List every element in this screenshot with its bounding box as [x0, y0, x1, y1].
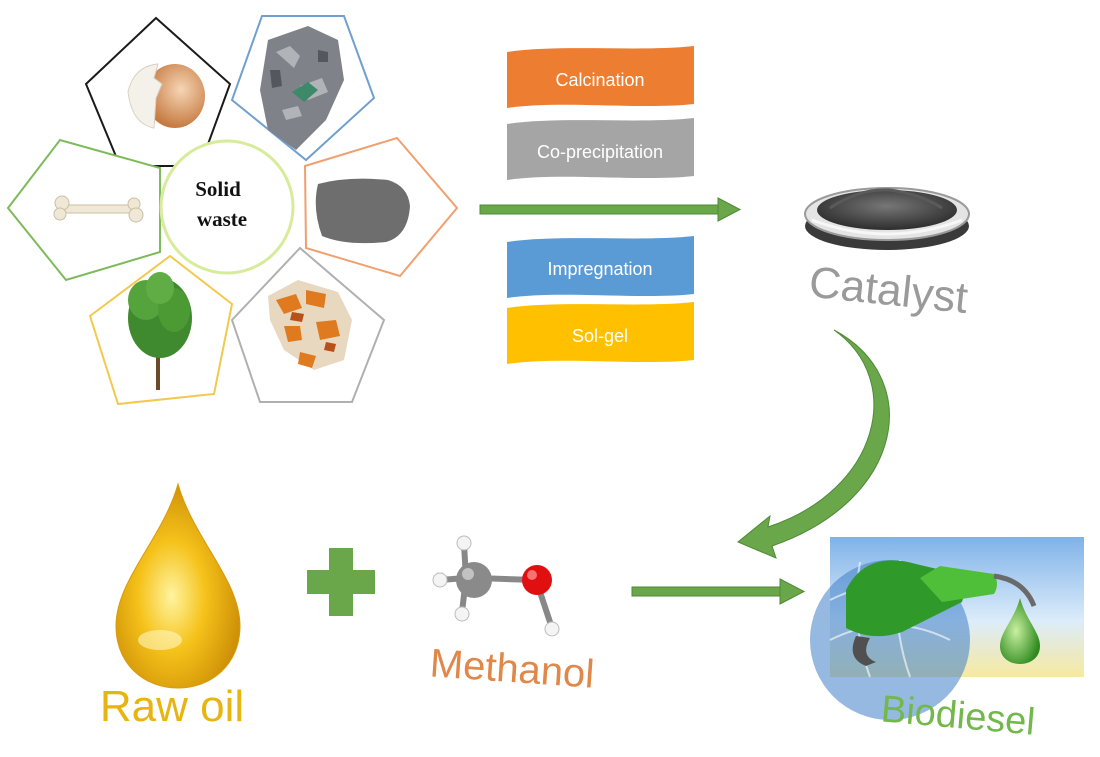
method-label-impregnation: Impregnation: [547, 259, 652, 279]
bone-pentagon: [6, 138, 161, 282]
method-banner-impregnation: Impregnation: [507, 236, 694, 298]
biodiesel-label: Biodiesel: [879, 688, 1036, 743]
arrow-to-catalyst: [479, 197, 742, 222]
catalyst-label: Catalyst: [807, 258, 970, 323]
methanol-label: Methanol: [428, 641, 595, 696]
raw-oil-group: Raw oil: [100, 482, 244, 731]
preparation-methods: Calcination Co-precipitation Impregnatio…: [507, 46, 694, 364]
method-label-co-precipitation: Co-precipitation: [537, 142, 663, 162]
ash-powder-icon: [315, 178, 410, 244]
urban-waste-icon: [260, 26, 344, 150]
oil-drop-icon: [115, 482, 241, 689]
solid-waste-label-line2: waste: [197, 207, 247, 231]
petri-dish-icon: [804, 187, 970, 250]
method-banner-co-precipitation: Co-precipitation: [507, 118, 694, 180]
urban-waste-pentagon: [230, 15, 376, 162]
method-banner-sol-gel: Sol-gel: [507, 302, 694, 364]
methanol-molecule-icon: [432, 535, 560, 637]
methanol-group: Methanol: [428, 535, 596, 697]
peel-waste-pentagon: [230, 246, 386, 403]
eggshell-pentagon: [84, 16, 232, 167]
bone-icon: [53, 195, 144, 223]
biodiesel-group: Biodiesel: [810, 537, 1084, 744]
solid-waste-cluster: Solid waste: [6, 15, 459, 406]
solid-waste-center: Solid waste: [159, 139, 295, 275]
tree-icon: [128, 272, 192, 390]
tree-pentagon: [88, 254, 234, 406]
fuel-nozzle-globe-icon: [810, 537, 1084, 720]
curved-arrow-catalyst-to-biodiesel: [737, 329, 890, 559]
peel-waste-icon: [268, 280, 352, 370]
eggshell-icon: [127, 63, 205, 129]
arrow-to-biodiesel: [631, 578, 806, 605]
fuel-drop-icon: [1000, 598, 1040, 664]
method-banner-calcination: Calcination: [507, 46, 694, 108]
plus-sign: [307, 548, 375, 616]
raw-oil-label: Raw oil: [100, 682, 244, 731]
ash-powder-pentagon: [303, 136, 459, 278]
solid-waste-label-line1: Solid: [195, 177, 241, 201]
catalyst-group: Catalyst: [804, 187, 970, 323]
method-label-sol-gel: Sol-gel: [572, 326, 628, 346]
method-label-calcination: Calcination: [555, 70, 644, 90]
